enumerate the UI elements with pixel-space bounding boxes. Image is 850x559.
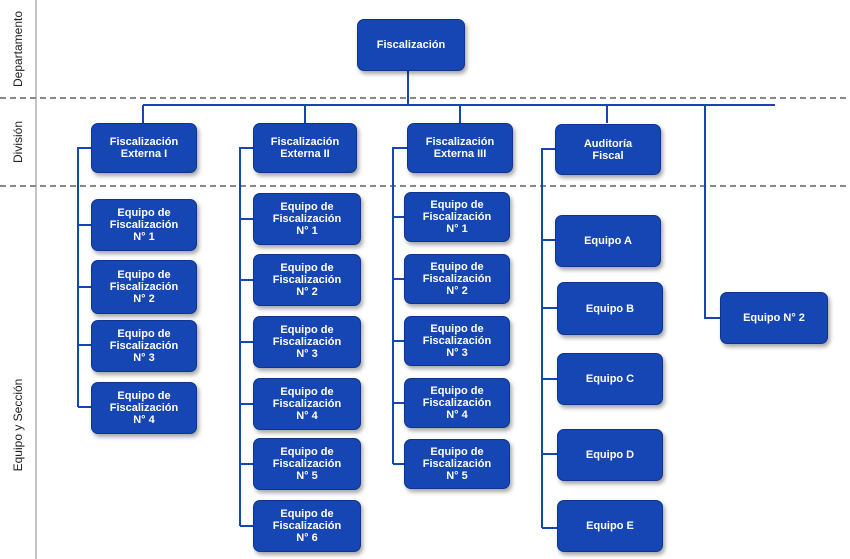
division-node-label: Auditoría Fiscal [583,137,633,162]
division-2-branches [240,218,253,527]
team-node-label: Equipo de Fiscalización N° 3 [109,328,179,364]
team-node-d2-1[interactable]: Equipo de Fiscalización N° 1 [253,193,361,245]
division-4-spine [541,148,555,528]
direct-team-label: Equipo N° 2 [743,312,805,324]
team-node-d3-4[interactable]: Equipo de Fiscalización N° 4 [404,378,510,428]
team-node-d4-a[interactable]: Equipo A [555,215,661,267]
team-node-d3-5[interactable]: Equipo de Fiscalización N° 5 [404,439,510,489]
division-node-4[interactable]: Auditoría Fiscal [555,124,661,175]
team-node-d4-c[interactable]: Equipo C [557,353,663,405]
team-node-d4-b[interactable]: Equipo B [557,282,663,335]
team-node-d1-4[interactable]: Equipo de Fiscalización N° 4 [91,382,197,434]
band-separators [0,97,850,187]
team-node-label: Equipo de Fiscalización N° 2 [272,262,342,298]
root-node[interactable]: Fiscalización [357,19,465,71]
team-node-d2-3[interactable]: Equipo de Fiscalización N° 3 [253,316,361,368]
band-label-departamento: Departamento [11,10,25,88]
band-label-equipo-seccion: Equipo y Sección [11,378,25,472]
team-node-label: Equipo de Fiscalización N° 1 [272,201,342,237]
team-node-label: Equipo E [586,520,634,532]
team-node-d2-2[interactable]: Equipo de Fiscalización N° 2 [253,254,361,306]
band-label-division: División [11,120,25,164]
team-node-d4-e[interactable]: Equipo E [557,500,663,552]
team-node-label: Equipo de Fiscalización N° 4 [272,386,342,422]
division-node-label: Fiscalización Externa I [109,136,179,160]
team-node-d2-4[interactable]: Equipo de Fiscalización N° 4 [253,378,361,430]
team-node-label: Equipo de Fiscalización N° 4 [422,385,492,421]
team-node-d2-5[interactable]: Equipo de Fiscalización N° 5 [253,438,361,490]
team-node-label: Equipo de Fiscalización N° 5 [422,446,492,482]
team-node-label: Equipo B [585,302,635,315]
team-node-label: Equipo de Fiscalización N° 1 [109,207,179,243]
division-node-1[interactable]: Fiscalización Externa I [91,123,197,173]
team-node-d2-6[interactable]: Equipo de Fiscalización N° 6 [253,500,361,552]
team-node-d3-3[interactable]: Equipo de Fiscalización N° 3 [404,316,510,366]
division-node-label: Fiscalización Externa III [425,136,495,160]
team-node-label: Equipo A [584,235,632,247]
team-node-label: Equipo C [585,373,635,385]
team-node-d1-1[interactable]: Equipo de Fiscalización N° 1 [91,199,197,251]
team-node-label: Equipo de Fiscalización N° 6 [272,508,342,544]
team-node-label: Equipo de Fiscalización N° 4 [109,390,179,426]
division-3-spine [392,147,407,464]
org-connectors [77,70,775,529]
team-node-label: Equipo D [585,449,635,461]
division-2-spine [239,147,253,526]
team-node-label: Equipo de Fiscalización N° 3 [272,324,342,360]
root-node-label: Fiscalización [376,39,446,51]
direct-team-connector [704,105,720,319]
team-node-d1-2[interactable]: Equipo de Fiscalización N° 2 [91,260,197,314]
team-node-label: Equipo de Fiscalización N° 2 [422,261,492,297]
team-node-d3-2[interactable]: Equipo de Fiscalización N° 2 [404,254,510,304]
team-node-label: Equipo de Fiscalización N° 5 [272,446,342,482]
division-1-spine [77,147,91,407]
division-4-branches [542,239,557,529]
team-node-label: Equipo de Fiscalización N° 1 [422,199,492,235]
direct-team-node[interactable]: Equipo N° 2 [720,292,828,344]
team-node-label: Equipo de Fiscalización N° 2 [109,269,179,305]
division-node-2[interactable]: Fiscalización Externa II [253,123,357,173]
team-node-d4-d[interactable]: Equipo D [557,429,663,481]
division-1-branches [78,224,91,408]
team-node-label: Equipo de Fiscalización N° 3 [422,323,492,359]
division-3-branches [393,216,404,465]
division-node-label: Fiscalización Externa II [270,136,340,160]
division-node-3[interactable]: Fiscalización Externa III [407,123,513,173]
team-node-d1-3[interactable]: Equipo de Fiscalización N° 3 [91,320,197,372]
team-node-d3-1[interactable]: Equipo de Fiscalización N° 1 [404,192,510,242]
